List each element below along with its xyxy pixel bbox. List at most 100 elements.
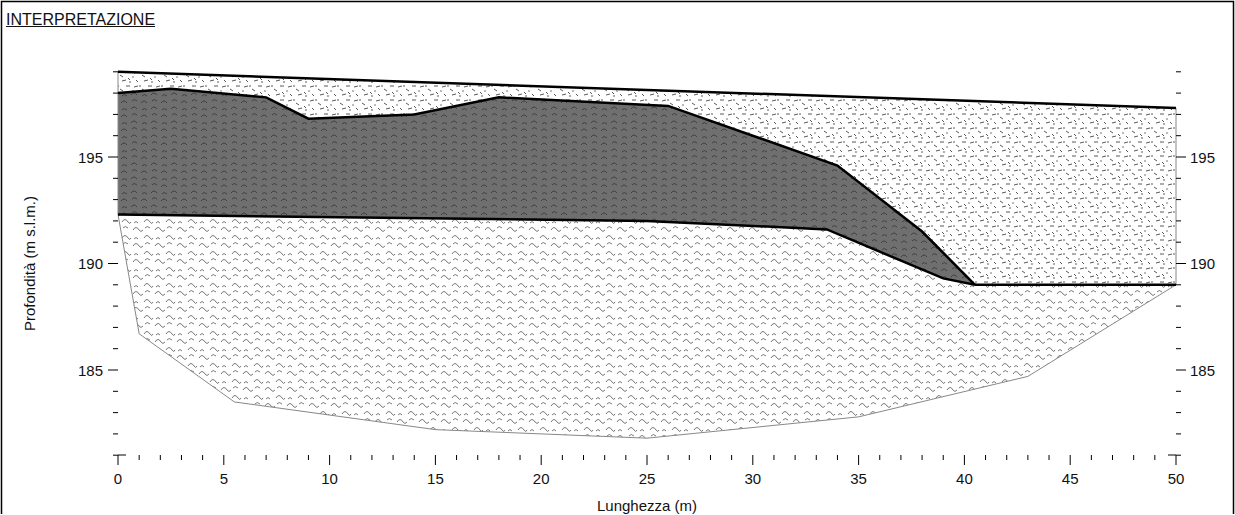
axis-tick [181, 455, 182, 460]
axis-tick [1070, 455, 1071, 465]
depth-tick-label: 185 [78, 363, 103, 378]
base-outline [118, 215, 1176, 439]
depth-tick-label: 195 [1190, 150, 1215, 165]
axis-tick [922, 455, 923, 460]
boundary-line [975, 284, 1176, 287]
axis-tick [113, 71, 118, 72]
axis-tick [113, 178, 118, 179]
axis-tick [964, 455, 965, 465]
axis-tick [1176, 433, 1181, 434]
axis-tick [985, 455, 986, 460]
axis-tick [668, 455, 669, 460]
axis-tick [113, 455, 118, 456]
length-tick-label: 35 [850, 471, 867, 486]
length-tick-label: 0 [114, 471, 122, 486]
axis-tick [414, 455, 415, 460]
axis-tick [900, 455, 901, 460]
axis-tick [308, 455, 309, 460]
axis-tick [113, 433, 118, 434]
axis-tick [350, 455, 351, 460]
bedrock-unit [118, 215, 1176, 439]
axis-tick [689, 455, 690, 460]
axis-tick [1006, 455, 1007, 460]
length-tick-label: 25 [639, 471, 656, 486]
axis-tick [1091, 455, 1092, 460]
length-tick-label: 15 [427, 471, 444, 486]
axis-tick [583, 455, 584, 460]
axis-tick [329, 455, 330, 465]
axis-tick [1176, 391, 1181, 392]
length-tick-label: 5 [220, 471, 228, 486]
axis-corner [118, 455, 126, 456]
axis-tick [1027, 455, 1028, 460]
axis-title: Profondità (m s.l.m.) [23, 196, 38, 331]
axis-tick [520, 455, 521, 460]
length-tick-label: 10 [321, 471, 338, 486]
axis-tick [1176, 412, 1181, 413]
length-tick-label: 50 [1168, 471, 1185, 486]
depth-tick-label: 190 [78, 256, 103, 271]
axis-tick [113, 284, 118, 285]
axis-tick [562, 455, 563, 460]
axis-tick [1176, 455, 1181, 456]
axis-tick [943, 455, 944, 460]
axis-tick [541, 455, 542, 465]
axis-tick [710, 455, 711, 460]
axis-tick [1154, 455, 1155, 460]
axis-tick [837, 455, 838, 460]
axis-tick [118, 455, 119, 465]
axis-tick [1176, 263, 1186, 264]
axis-tick [160, 455, 161, 460]
axis-tick [371, 455, 372, 460]
axis-title: Lunghezza (m) [597, 498, 697, 513]
depth-tick-label: 185 [1190, 363, 1215, 378]
axis-tick [731, 455, 732, 460]
axis-tick [266, 455, 267, 460]
length-tick-label: 20 [533, 471, 550, 486]
axis-tick [223, 455, 224, 465]
depth-tick-label: 195 [78, 150, 103, 165]
axis-tick [477, 455, 478, 460]
axis-tick [1176, 284, 1181, 285]
axis-tick [113, 327, 118, 328]
axis-tick [393, 455, 394, 460]
axis-tick [1049, 455, 1050, 460]
axis-tick [773, 455, 774, 460]
axis-tick [879, 455, 880, 460]
section-title: INTERPRETAZIONE [6, 12, 155, 28]
axis-tick [108, 370, 118, 371]
axis-tick [113, 220, 118, 221]
axis-tick [113, 199, 118, 200]
axis-tick [1176, 327, 1181, 328]
axis-tick [113, 93, 118, 94]
axis-tick [287, 455, 288, 460]
axis-tick [498, 455, 499, 460]
axis-tick [1176, 199, 1181, 200]
axis-tick [1176, 242, 1181, 243]
boundary-line [118, 215, 975, 285]
axis-tick [108, 263, 118, 264]
axis-tick [1176, 370, 1186, 371]
axis-tick [1176, 348, 1181, 349]
axis-tick [1176, 306, 1181, 307]
right-edge [1176, 108, 1177, 285]
axis-tick [435, 455, 436, 465]
axis-tick [816, 455, 817, 460]
axis-tick [113, 135, 118, 136]
axis-tick [752, 455, 753, 465]
axis-tick [113, 242, 118, 243]
axis-tick [113, 412, 118, 413]
axis-tick [1176, 220, 1181, 221]
axis-tick [456, 455, 457, 460]
axis-tick [1176, 93, 1181, 94]
axis-tick [139, 455, 140, 460]
axis-tick [625, 455, 626, 460]
axis-tick [244, 455, 245, 460]
dark-unit [118, 89, 975, 285]
axis-tick [1176, 455, 1177, 465]
axis-tick [113, 348, 118, 349]
axis-corner [1168, 455, 1176, 456]
